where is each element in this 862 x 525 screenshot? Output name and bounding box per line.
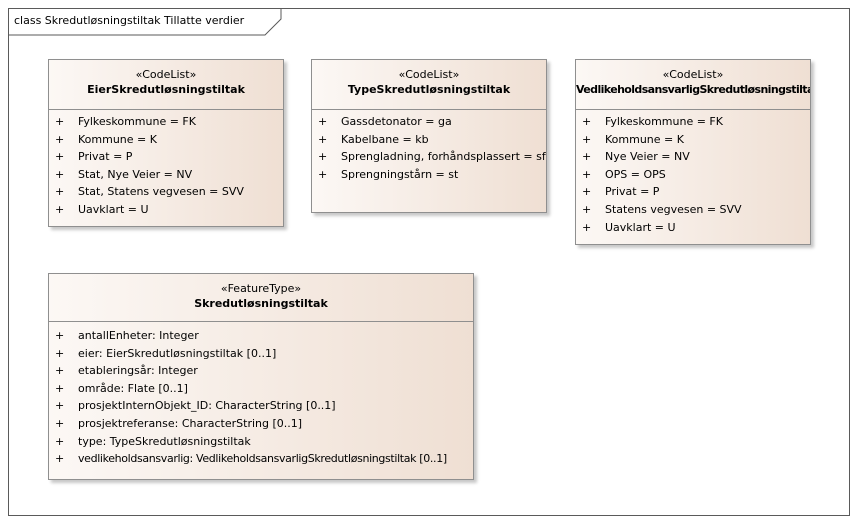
attribute-text: type: TypeSkredutløsningstiltak [78,434,251,448]
attribute-row: + prosjektInternObjekt_ID: CharacterStrin… [49,397,473,415]
attribute-text: OPS = OPS [605,167,666,181]
visibility-marker: + [55,399,65,413]
attribute-row: + Privat = P [49,148,283,166]
class-name: Skredutløsningstiltak [194,297,328,310]
attribute-row: + Stat, Statens vegvesen = SVV [49,183,283,201]
attribute-text: Privat = P [605,185,660,199]
class-name: VedlikeholdsansvarligSkredutløsningstilt… [576,83,810,96]
attribute-row: + Sprengladning, forhåndsplassert = sf [312,148,546,166]
attribute-text: Kabelbane = kb [341,132,429,146]
attribute-text: Nye Veier = NV [605,150,690,164]
class-header: «FeatureType» Skredutløsningstiltak [49,274,473,322]
visibility-marker: + [55,167,65,181]
attribute-text: prosjektInternObjekt_ID: CharacterString… [78,399,336,413]
attribute-text: Gassdetonator = ga [341,115,452,128]
attribute-row: + Sprengningstårn = st [312,166,546,184]
visibility-marker: + [582,220,592,234]
class-stereotype: «FeatureType» [220,282,302,295]
attribute-text: Uavklart = U [78,202,149,216]
attribute-row: + eier: EierSkredutløsningstiltak [0..1] [49,345,473,363]
visibility-marker: + [55,132,65,146]
visibility-marker: + [318,167,328,181]
diagram-title: class Skredutløsningstiltak Tillatte ver… [14,14,245,27]
attribute-text: Kommune = K [78,132,157,146]
visibility-marker: + [55,185,65,199]
class-box-type[interactable]: «CodeList» TypeSkredutløsningstiltak + Ga… [311,59,547,213]
visibility-marker: + [318,132,328,146]
attribute-list: + Gassdetonator = ga + Kabelbane = kb + Spr… [312,110,546,183]
visibility-marker: + [582,150,592,164]
visibility-marker: + [582,202,592,216]
attribute-text: Statens vegvesen = SVV [605,202,742,216]
attribute-row: + antallEnheter: Integer [49,327,473,345]
visibility-marker: + [582,185,592,199]
attribute-text: Sprengningstårn = st [341,167,459,181]
frame-title-tab [9,9,282,36]
visibility-marker: + [55,381,65,395]
visibility-marker: + [55,364,65,378]
attribute-list: + Fylkeskommune = FK + Kommune = K + Privat… [49,110,283,219]
visibility-marker: + [318,150,328,164]
attribute-text: område: Flate [0..1] [78,381,188,395]
attribute-text: etableringsår: Integer [78,364,198,378]
visibility-marker: + [55,346,65,360]
attribute-text: Uavklart = U [605,220,676,234]
visibility-marker: + [55,452,65,466]
attribute-text: Privat = P [78,150,133,164]
attribute-row: + Fylkeskommune = FK [576,113,810,131]
attribute-row: + område: Flate [0..1] [49,380,473,398]
class-name: TypeSkredutløsningstiltak [347,83,511,96]
attribute-text: Stat, Nye Veier = NV [78,167,193,181]
class-stereotype: «CodeList» [662,68,724,81]
attribute-row: + Gassdetonator = ga [312,113,546,131]
attribute-list: + Fylkeskommune = FK + Kommune = K + Nye Ve… [576,110,810,236]
attribute-text: Fylkeskommune = FK [605,115,723,128]
attribute-row: + Uavklart = U [576,219,810,237]
class-header: «CodeList» EierSkredutløsningstiltak [49,60,283,110]
attribute-row: + vedlikeholdsansvarlig: Vedlikeholdsansv… [49,450,473,468]
attribute-text: antallEnheter: Integer [78,329,199,342]
class-header: «CodeList» TypeSkredutløsningstiltak [312,60,546,110]
attribute-row: + Statens vegvesen = SVV [576,201,810,219]
diagram-frame: class Skredutløsningstiltak Tillatte ver… [8,8,850,516]
class-stereotype: «CodeList» [398,68,460,81]
attribute-row: + Kabelbane = kb [312,131,546,149]
visibility-marker: + [55,115,65,128]
visibility-marker: + [55,434,65,448]
visibility-marker: + [582,115,592,128]
attribute-text: Stat, Statens vegvesen = SVV [78,185,244,199]
attribute-row: + Kommune = K [576,131,810,149]
attribute-text: prosjektreferanse: CharacterString [0..1… [78,416,303,430]
class-header: «CodeList» VedlikeholdsansvarligSkredutl… [576,60,810,110]
attribute-row: + type: TypeSkredutløsningstiltak [49,433,473,451]
visibility-marker: + [55,329,65,342]
attribute-text: eier: EierSkredutløsningstiltak [0..1] [78,346,277,360]
class-box-vedlikehold[interactable]: «CodeList» VedlikeholdsansvarligSkredutl… [575,59,811,245]
attribute-row: + OPS = OPS [576,166,810,184]
attribute-row: + Kommune = K [49,131,283,149]
attribute-list: + antallEnheter: Integer + eier: EierSkred… [49,322,473,468]
attribute-text: Sprengladning, forhåndsplassert = sf [341,150,546,164]
attribute-row: + Privat = P [576,183,810,201]
class-stereotype: «CodeList» [135,68,197,81]
attribute-row: + Fylkeskommune = FK [49,113,283,131]
attribute-text: Fylkeskommune = FK [78,115,196,128]
attribute-row: + etableringsår: Integer [49,362,473,380]
attribute-text: vedlikeholdsansvarlig: Vedlikeholdsansva… [78,452,447,466]
visibility-marker: + [55,202,65,216]
attribute-row: + Uavklart = U [49,201,283,219]
visibility-marker: + [582,167,592,181]
visibility-marker: + [55,416,65,430]
class-name: EierSkredutløsningstiltak [87,83,245,96]
attribute-text: Kommune = K [605,132,684,146]
visibility-marker: + [55,150,65,164]
visibility-marker: + [582,132,592,146]
class-box-feature[interactable]: «FeatureType» Skredutløsningstiltak + ant… [48,273,474,480]
class-box-eier[interactable]: «CodeList» EierSkredutløsningstiltak + Fy… [48,59,284,227]
attribute-row: + prosjektreferanse: CharacterString [0..… [49,415,473,433]
attribute-row: + Nye Veier = NV [576,148,810,166]
visibility-marker: + [318,115,328,128]
attribute-row: + Stat, Nye Veier = NV [49,166,283,184]
